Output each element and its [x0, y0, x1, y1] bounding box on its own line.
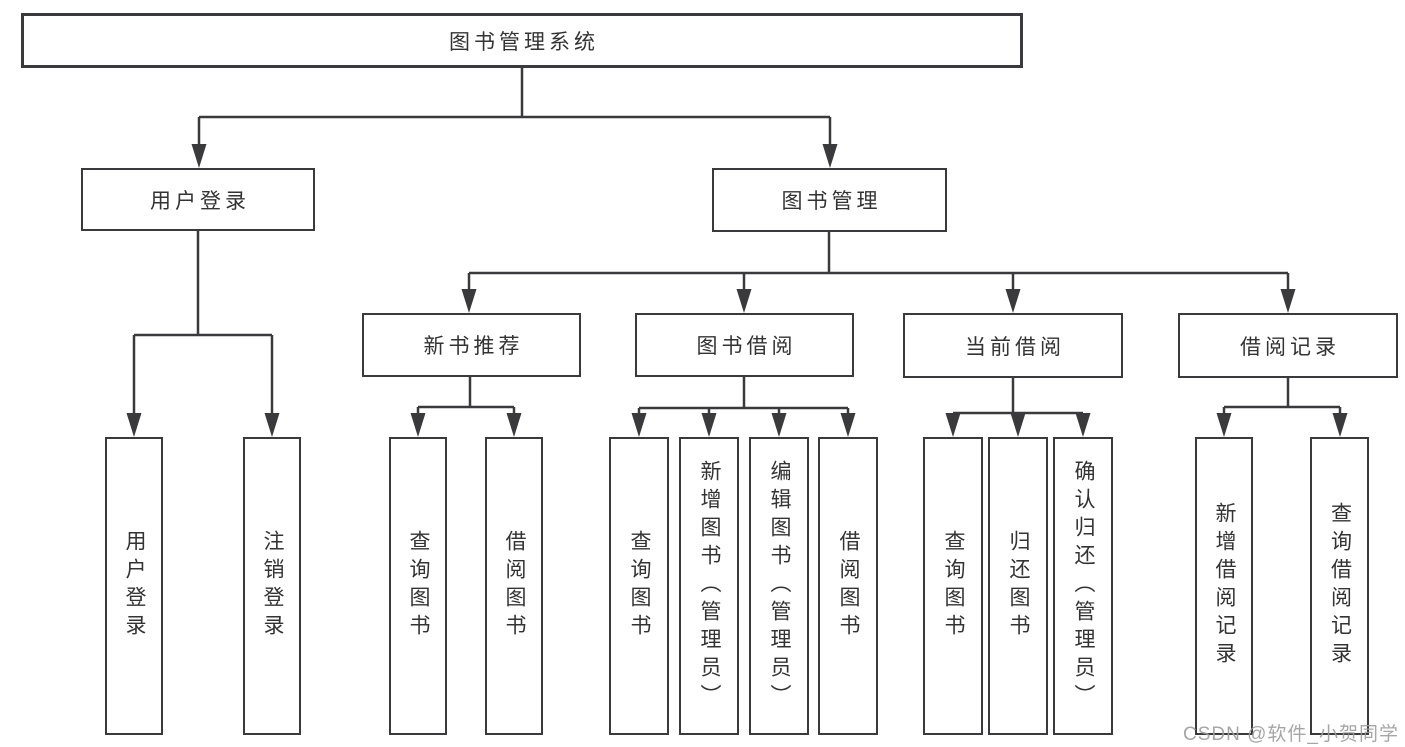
leaf-user-login: 用户登录 [105, 437, 163, 735]
arrowhead-icon [264, 413, 280, 437]
leaf-borrow-books-2: 借阅图书 [818, 437, 878, 735]
node-borrowing-records: 借阅记录 [1178, 313, 1398, 378]
leaf-query-borrow-record: 查询借阅记录 [1310, 437, 1369, 735]
leaf-confirm-return-admin: 确认归还（管理员） [1053, 437, 1113, 735]
arrowhead-icon [840, 413, 856, 437]
leaf-query-books-1: 查询图书 [389, 437, 447, 735]
arrowhead-icon [1005, 289, 1021, 313]
leaf-return-books: 归还图书 [988, 437, 1048, 735]
node-label: 查询图书 [407, 530, 430, 642]
watermark: CSDN @软件_小贺同学 [1183, 724, 1399, 745]
node-label: 注销登录 [261, 530, 284, 642]
node-label: 借阅记录 [1240, 335, 1340, 359]
node-label: 图书借阅 [696, 335, 797, 358]
node-label: 确认归还（管理员） [1072, 460, 1095, 712]
node-user-login: 用户登录 [81, 168, 315, 231]
node-label: 图书管理系统 [449, 30, 599, 54]
node-label: 查询图书 [628, 530, 651, 642]
leaf-new-borrow-record: 新增借阅记录 [1195, 437, 1253, 735]
arrowhead-icon [126, 413, 142, 437]
leaf-borrow-books-1: 借阅图书 [485, 437, 543, 735]
arrowhead-icon [822, 144, 838, 168]
arrowhead-icon [191, 144, 207, 168]
leaf-query-books-2: 查询图书 [609, 437, 669, 735]
arrowhead-icon [1010, 413, 1026, 437]
node-label: 用户登录 [150, 189, 250, 213]
node-label: 查询图书 [942, 530, 965, 642]
node-label: 图书管理 [781, 190, 882, 213]
node-label: 编辑图书（管理员） [768, 460, 791, 712]
node-label: 归还图书 [1007, 530, 1030, 642]
node-label: 新增图书（管理员） [698, 460, 721, 712]
arrowhead-icon [945, 413, 961, 437]
arrowhead-icon [736, 289, 752, 313]
arrowhead-icon [410, 413, 426, 437]
leaf-add-book-admin: 新增图书（管理员） [679, 437, 739, 735]
node-label: 借阅图书 [503, 530, 526, 642]
arrowhead-icon [1280, 289, 1296, 313]
node-label: 借阅图书 [837, 530, 860, 642]
node-label: 新书推荐 [423, 335, 524, 358]
arrowhead-icon [1075, 413, 1091, 437]
node-book-borrowing: 图书借阅 [635, 313, 854, 377]
arrowhead-icon [506, 413, 522, 437]
node-book-management: 图书管理 [712, 168, 947, 232]
leaf-query-books-3: 查询图书 [923, 437, 983, 735]
node-label: 用户登录 [123, 530, 146, 642]
node-label: 新增借阅记录 [1213, 502, 1236, 670]
node-label: 当前借阅 [965, 335, 1065, 359]
node-label: 查询借阅记录 [1328, 502, 1352, 670]
leaf-edit-book-admin: 编辑图书（管理员） [749, 437, 809, 735]
arrowhead-icon [461, 289, 477, 313]
arrowhead-icon [701, 413, 717, 437]
arrowhead-icon [1216, 413, 1232, 437]
node-current-borrowing: 当前借阅 [903, 313, 1123, 378]
arrowhead-icon [631, 413, 647, 437]
node-new-book-recommendation: 新书推荐 [362, 313, 581, 377]
arrowhead-icon [771, 413, 787, 437]
arrowhead-icon [1332, 413, 1348, 437]
leaf-logout: 注销登录 [243, 437, 301, 735]
node-library-management-system: 图书管理系统 [21, 13, 1023, 68]
